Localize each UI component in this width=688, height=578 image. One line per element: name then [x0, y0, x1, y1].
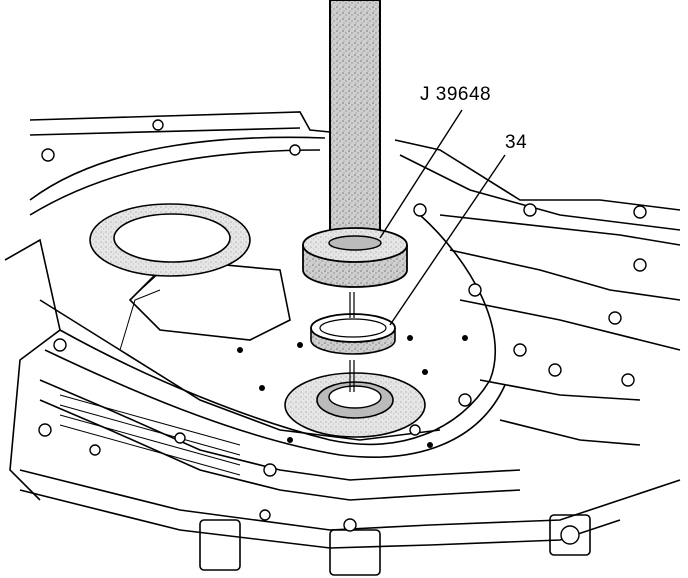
seal-bore	[284, 372, 426, 438]
alignment-lines	[349, 292, 355, 392]
seal-part-34	[310, 313, 396, 355]
upper-bore-ring	[89, 203, 251, 277]
part-callout-label: 34	[505, 132, 528, 153]
case-outline	[4, 111, 681, 576]
installer-tool-j39648	[302, 0, 408, 288]
tool-callout-label: J 39648	[420, 84, 492, 105]
callout-leaders	[379, 109, 506, 326]
bolt-heads	[38, 119, 647, 545]
cover-holes	[237, 335, 468, 448]
